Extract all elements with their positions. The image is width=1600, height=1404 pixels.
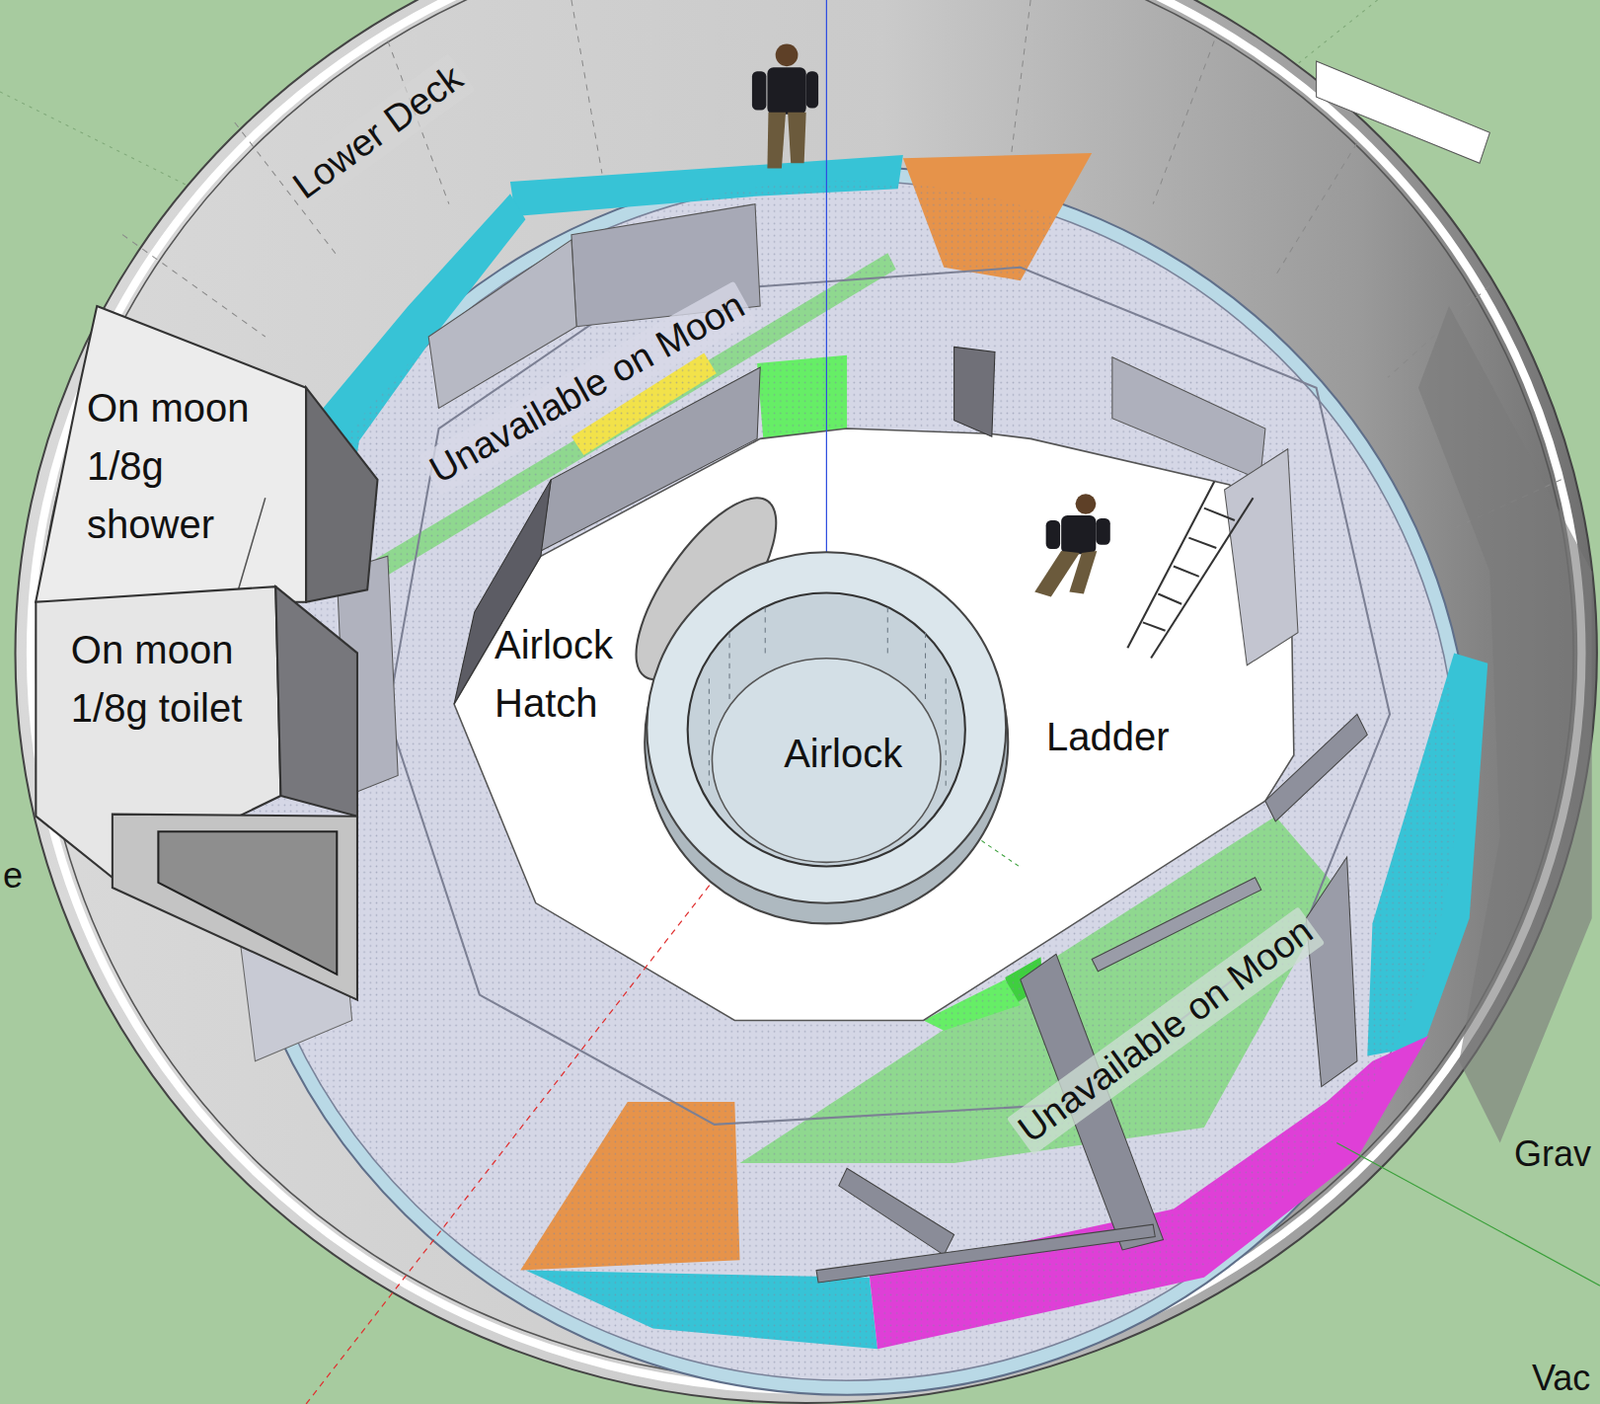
art-shape [1204, 508, 1235, 521]
toilet-box: On moon 1/8g toilet [25, 581, 368, 1005]
node-text: On moon 1/8g toilet [71, 620, 284, 738]
box-base [112, 814, 358, 1000]
art-shape [775, 43, 799, 67]
label-anchor: Airlock Hatch [494, 615, 643, 733]
floor-dots [236, 180, 1457, 1380]
art-shape [766, 67, 806, 115]
art-shape [1061, 515, 1096, 554]
partition-wall [1224, 449, 1298, 666]
art-shape [806, 71, 819, 108]
person-figure [752, 43, 819, 168]
cut-off-label: e [2, 854, 23, 897]
art-shape [945, 678, 947, 786]
art-shape [1068, 550, 1097, 594]
box-side [305, 387, 378, 603]
art-shape [1046, 520, 1061, 549]
art-shape [787, 112, 807, 164]
zone-note: Unavailable on Moon [418, 281, 756, 496]
cut-off-label: Grav [1514, 1133, 1592, 1175]
airlock-rim [646, 551, 1006, 903]
part-label: Airlock Hatch [494, 615, 643, 733]
art-shape [122, 234, 266, 337]
partition-wall [1265, 713, 1368, 822]
deck-rim [222, 165, 1471, 1394]
cut-off-label: Vac [1531, 1358, 1591, 1398]
upper-edge [1316, 61, 1491, 163]
toilet-seat [157, 831, 337, 975]
art-shape [1173, 566, 1200, 577]
art-shape [729, 632, 731, 699]
deck-floor-ring [236, 180, 1457, 1380]
box-side [275, 586, 358, 817]
art-shape [1157, 593, 1182, 604]
art-shape [1009, 0, 1031, 163]
art-shape [1075, 493, 1097, 515]
art-shape [752, 71, 766, 110]
label-anchor: Unavailable on Moon [1165, 1030, 1526, 1076]
art-shape [708, 678, 710, 786]
box-face [35, 305, 306, 603]
node-text: Airlock [783, 729, 922, 777]
art-shape [1127, 481, 1215, 648]
art-shape [1152, 40, 1215, 204]
node-text: On moon 1/8g shower [86, 379, 275, 554]
art-shape [1188, 537, 1217, 548]
label-anchor: e [2, 854, 23, 897]
ladder [1127, 481, 1253, 659]
bench [816, 1223, 1155, 1283]
art-shape [766, 112, 786, 169]
partition-wall [1112, 357, 1266, 480]
art-shape [764, 607, 766, 659]
partition-wall [1305, 856, 1358, 1087]
box-edge [234, 497, 266, 602]
person-figure [1034, 493, 1111, 597]
part-label: Ladder [1046, 712, 1170, 761]
outer-wall [15, 0, 1598, 1403]
airlock-well [687, 592, 966, 866]
partition-wall [954, 346, 995, 437]
partition-wall [454, 479, 551, 704]
airlock-floor [712, 658, 942, 863]
label-anchor: Vac [1531, 1358, 1591, 1398]
deck-label: Lower Deck [281, 53, 475, 212]
art-shape [571, 0, 603, 174]
label-anchor: Ladder [1046, 712, 1170, 761]
shower-box: On moon 1/8g shower [30, 304, 383, 610]
art-shape [887, 607, 889, 659]
zone-note: Unavailable on Moon [1006, 906, 1325, 1154]
art-shape [924, 632, 926, 699]
bench [838, 1167, 955, 1255]
label-anchor: Grav [1514, 1133, 1592, 1175]
airlock-circle: Airlock [637, 545, 1021, 934]
art-shape [1150, 497, 1253, 658]
art-shape [1275, 143, 1358, 276]
label-anchor: Lower Deck [378, 132, 585, 178]
art-shape [1095, 518, 1110, 545]
label-anchor: Unavailable on Moon [587, 387, 948, 434]
outer-rim [30, 0, 1582, 1390]
art-shape [1142, 621, 1166, 630]
shower-box-shape [30, 304, 383, 610]
